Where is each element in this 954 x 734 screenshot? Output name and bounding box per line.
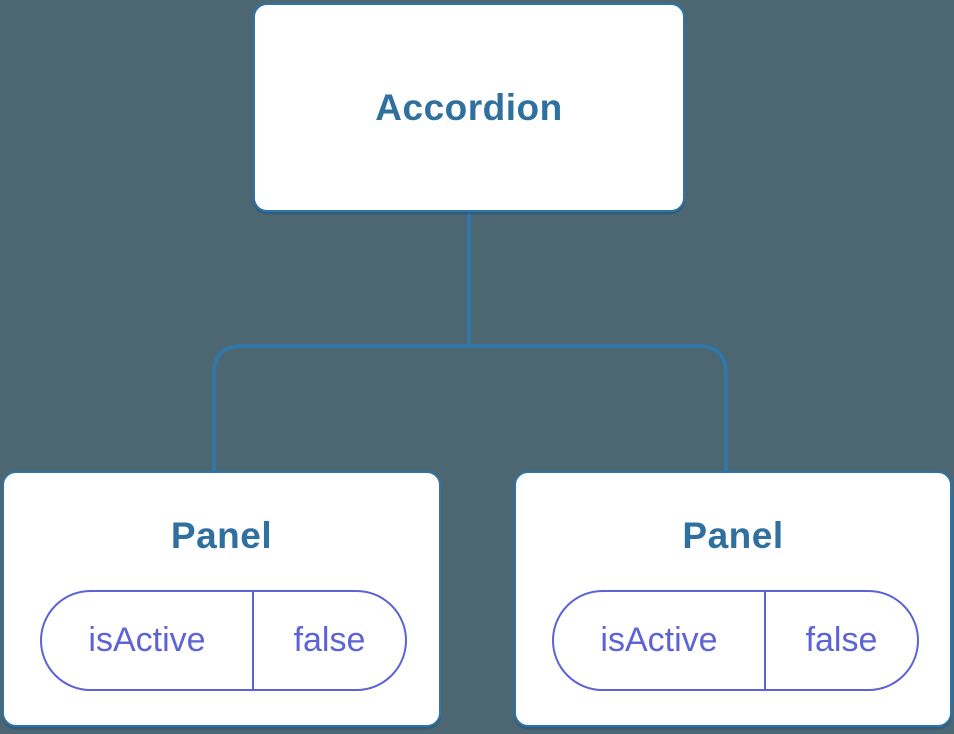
state-name: isActive [42, 592, 254, 689]
node-panel-1-label: Panel [170, 515, 273, 556]
state-value: false [293, 621, 366, 659]
node-panel-2: Panel isActive false [514, 471, 952, 727]
node-panel-1: Panel isActive false [2, 471, 441, 727]
state-value: false [805, 621, 878, 659]
node-accordion: Accordion [253, 3, 685, 212]
state-pill: isActive false [552, 590, 919, 691]
node-accordion-label: Accordion [375, 86, 563, 128]
state-pill: isActive false [40, 590, 407, 691]
state-name: isActive [554, 592, 766, 689]
connector-branch-bracket [212, 344, 728, 471]
node-panel-2-label: Panel [682, 515, 784, 556]
